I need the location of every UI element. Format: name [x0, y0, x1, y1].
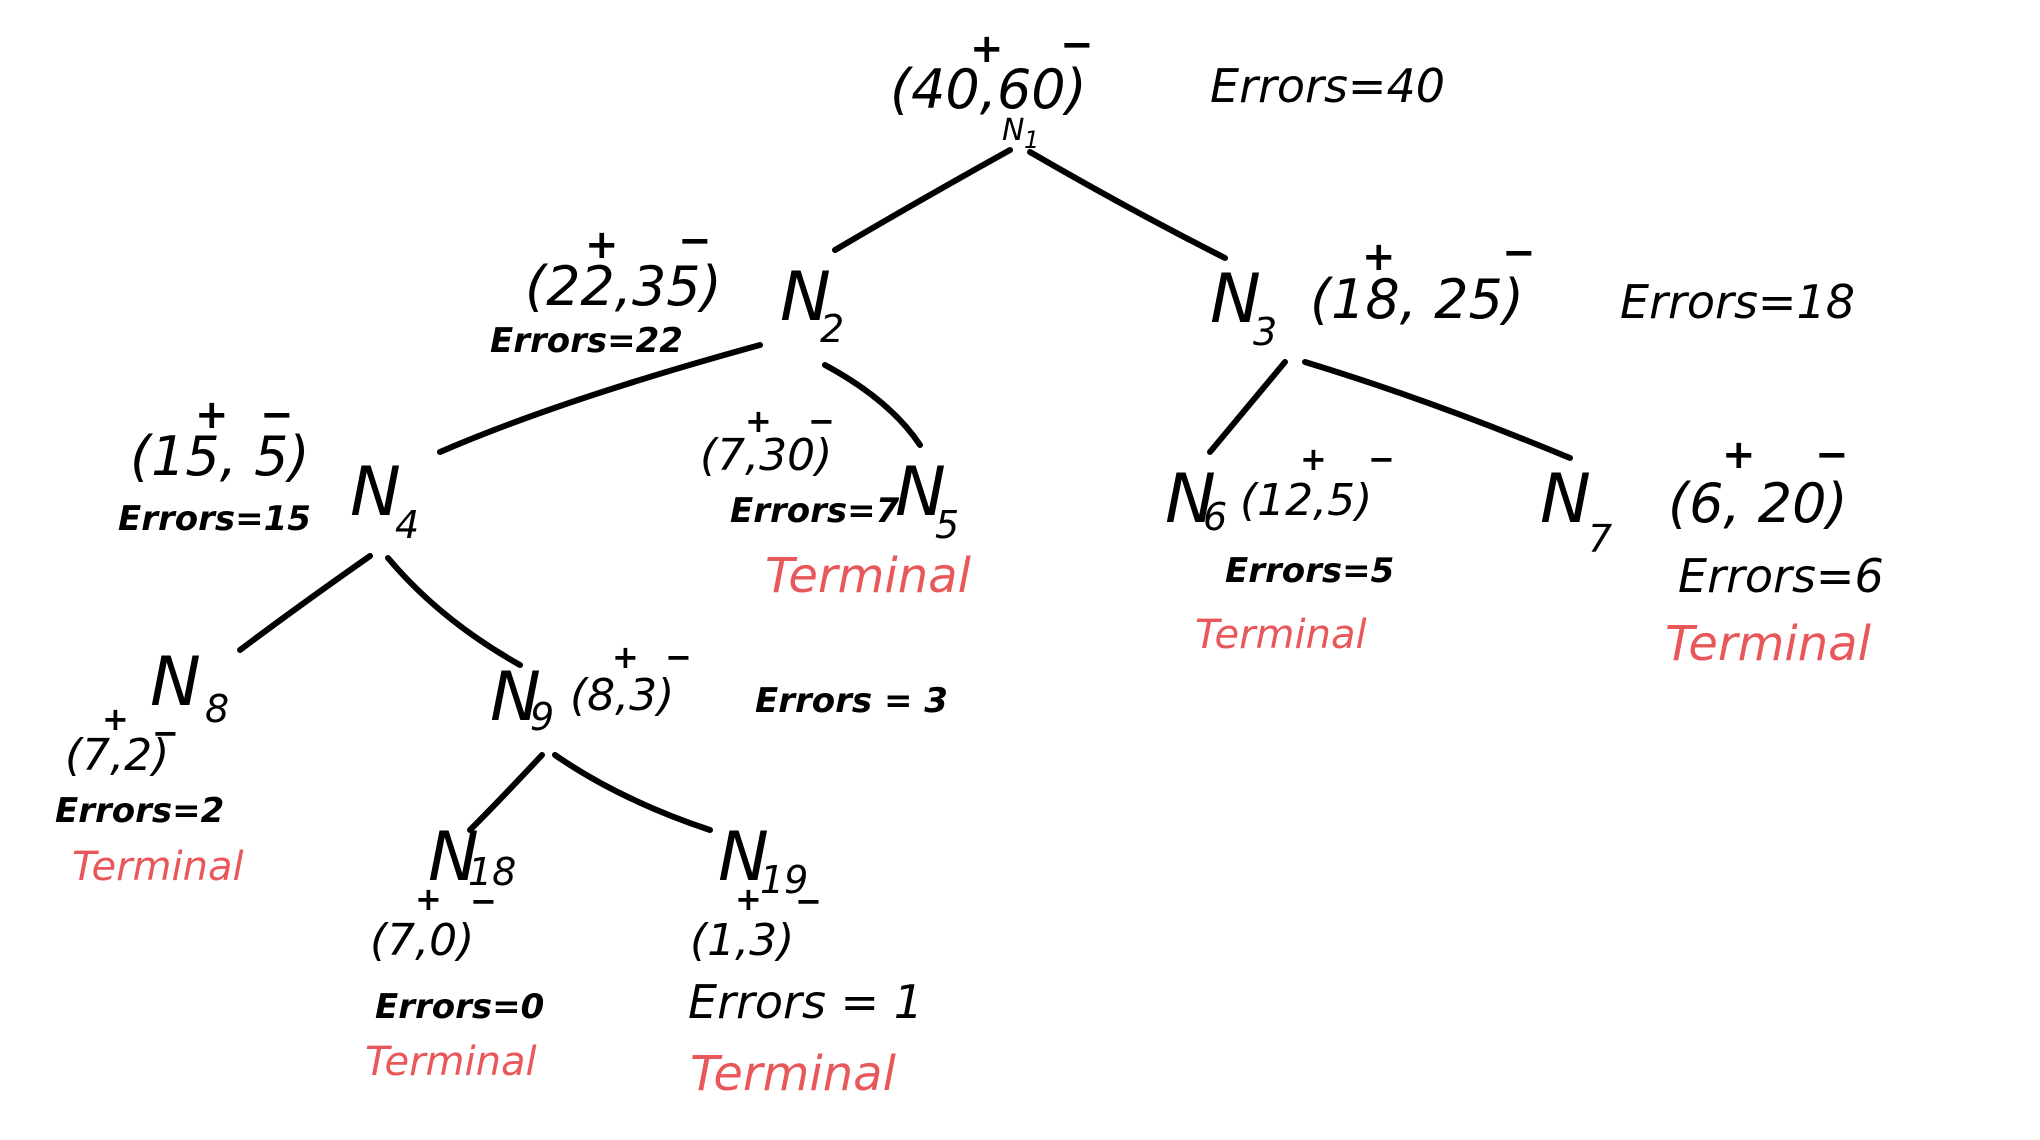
node-label: N	[150, 643, 201, 722]
node-subscript: 2	[820, 307, 844, 351]
minus-sign: −	[678, 218, 712, 264]
error-count: Errors=7	[730, 491, 900, 531]
node-n4: + − (15, 5) Errors=15 N 4	[118, 392, 419, 547]
minus-sign: −	[1368, 440, 1395, 478]
minus-sign: −	[1502, 230, 1536, 276]
class-counts: (18, 25)	[1310, 268, 1524, 331]
node-n5: + − (7,30) Errors=7 N 5 Terminal	[700, 402, 972, 604]
error-count: Errors = 1	[688, 975, 923, 1029]
class-counts: (12,5)	[1240, 475, 1372, 526]
edge-n1-n3	[1027, 149, 1228, 261]
node-n19: N 19 + − (1,3) Errors = 1 Terminal	[688, 818, 923, 1102]
edge-n9-n19	[552, 752, 713, 833]
edge-n2-n4	[437, 342, 763, 455]
tree-edges	[237, 147, 1573, 833]
node-subscript: 9	[530, 695, 554, 739]
minus-sign: −	[808, 402, 835, 440]
node-subscript: 6	[1203, 495, 1227, 539]
node-subscript: 3	[1253, 310, 1277, 354]
node-subscript: 18	[468, 850, 516, 894]
minus-sign: −	[1815, 432, 1849, 478]
minus-sign: −	[152, 714, 179, 752]
node-n1: + − (40,60) N 1 Errors=40	[890, 22, 1445, 154]
edge-n4-n9	[385, 555, 523, 668]
node-label: N	[350, 453, 401, 532]
node-n2: + − (22,35) Errors=22 N 2	[490, 218, 844, 361]
class-counts: (6, 20)	[1668, 472, 1848, 535]
node-subscript: 19	[760, 858, 808, 902]
error-count: Errors=22	[490, 321, 683, 361]
node-label: N	[895, 453, 946, 532]
plus-sign: +	[1300, 440, 1327, 478]
node-n18: N 18 + − (7,0) Errors=0 Terminal	[365, 818, 544, 1085]
error-count: Errors = 3	[755, 681, 948, 721]
error-count: Errors=18	[1620, 275, 1855, 329]
minus-sign: −	[1060, 22, 1094, 68]
edge-n9-n18	[467, 752, 545, 833]
node-subscript: 7	[1588, 517, 1612, 561]
plus-sign: +	[612, 638, 639, 676]
node-n3: N 3 + − (18, 25) Errors=18	[1210, 230, 1855, 354]
class-counts: (15, 5)	[130, 425, 310, 488]
node-subscript: 8	[205, 687, 229, 731]
node-n9: N 9 + − (8,3) Errors = 3	[490, 638, 948, 739]
edge-n3-n6	[1207, 359, 1288, 455]
class-counts: (7,2)	[65, 730, 169, 781]
plus-sign: +	[735, 880, 762, 918]
node-subscript: 1	[1024, 126, 1039, 154]
plus-sign: +	[745, 402, 772, 440]
terminal-label: Terminal	[72, 844, 244, 890]
node-label: N	[718, 818, 769, 897]
class-counts: (22,35)	[525, 255, 722, 318]
node-label: N	[490, 658, 541, 737]
terminal-label: Terminal	[1195, 612, 1367, 658]
node-n7: N 7 + − (6, 20) Errors=6 Terminal	[1540, 432, 1884, 672]
class-counts: (7,30)	[700, 430, 832, 481]
class-counts: (8,3)	[570, 670, 674, 721]
node-label: N	[1165, 460, 1216, 539]
node-label: N	[1210, 260, 1261, 339]
node-subscript: 4	[395, 503, 419, 547]
error-count: Errors=40	[1210, 59, 1445, 113]
class-counts: (7,0)	[370, 915, 474, 966]
class-counts: (40,60)	[890, 58, 1087, 121]
node-label: N	[1540, 460, 1591, 539]
class-counts: (1,3)	[690, 915, 794, 966]
terminal-label: Terminal	[690, 1046, 897, 1102]
plus-sign: +	[102, 700, 129, 738]
error-count: Errors=5	[1225, 551, 1394, 591]
plus-sign: +	[970, 26, 1004, 72]
node-label: N	[780, 258, 831, 337]
plus-sign: +	[1362, 234, 1396, 280]
terminal-label: Terminal	[1665, 616, 1872, 672]
edge-n1-n2	[832, 147, 1013, 253]
plus-sign: +	[1722, 432, 1756, 478]
edge-n3-n7	[1302, 359, 1573, 461]
node-n8: N 8 + − (7,2) Errors=2 Terminal	[55, 643, 244, 890]
plus-sign: +	[585, 222, 619, 268]
minus-sign: −	[470, 882, 497, 920]
node-label: N	[428, 818, 479, 897]
error-count: Errors=15	[118, 499, 311, 539]
error-count: Errors=2	[55, 791, 224, 831]
minus-sign: −	[795, 882, 822, 920]
plus-sign: +	[415, 880, 442, 918]
edge-n2-n5	[822, 362, 923, 448]
error-count: Errors=6	[1678, 549, 1884, 603]
node-n6: N 6 + − (12,5) Errors=5 Terminal	[1165, 440, 1395, 658]
terminal-label: Terminal	[365, 1039, 537, 1085]
error-count: Errors=0	[375, 987, 544, 1027]
terminal-label: Terminal	[765, 548, 972, 604]
minus-sign: −	[665, 638, 692, 676]
plus-sign: +	[195, 392, 229, 438]
edge-n4-n8	[237, 553, 373, 653]
minus-sign: −	[260, 392, 294, 438]
node-label: N	[1002, 113, 1024, 148]
node-subscript: 5	[935, 503, 959, 547]
